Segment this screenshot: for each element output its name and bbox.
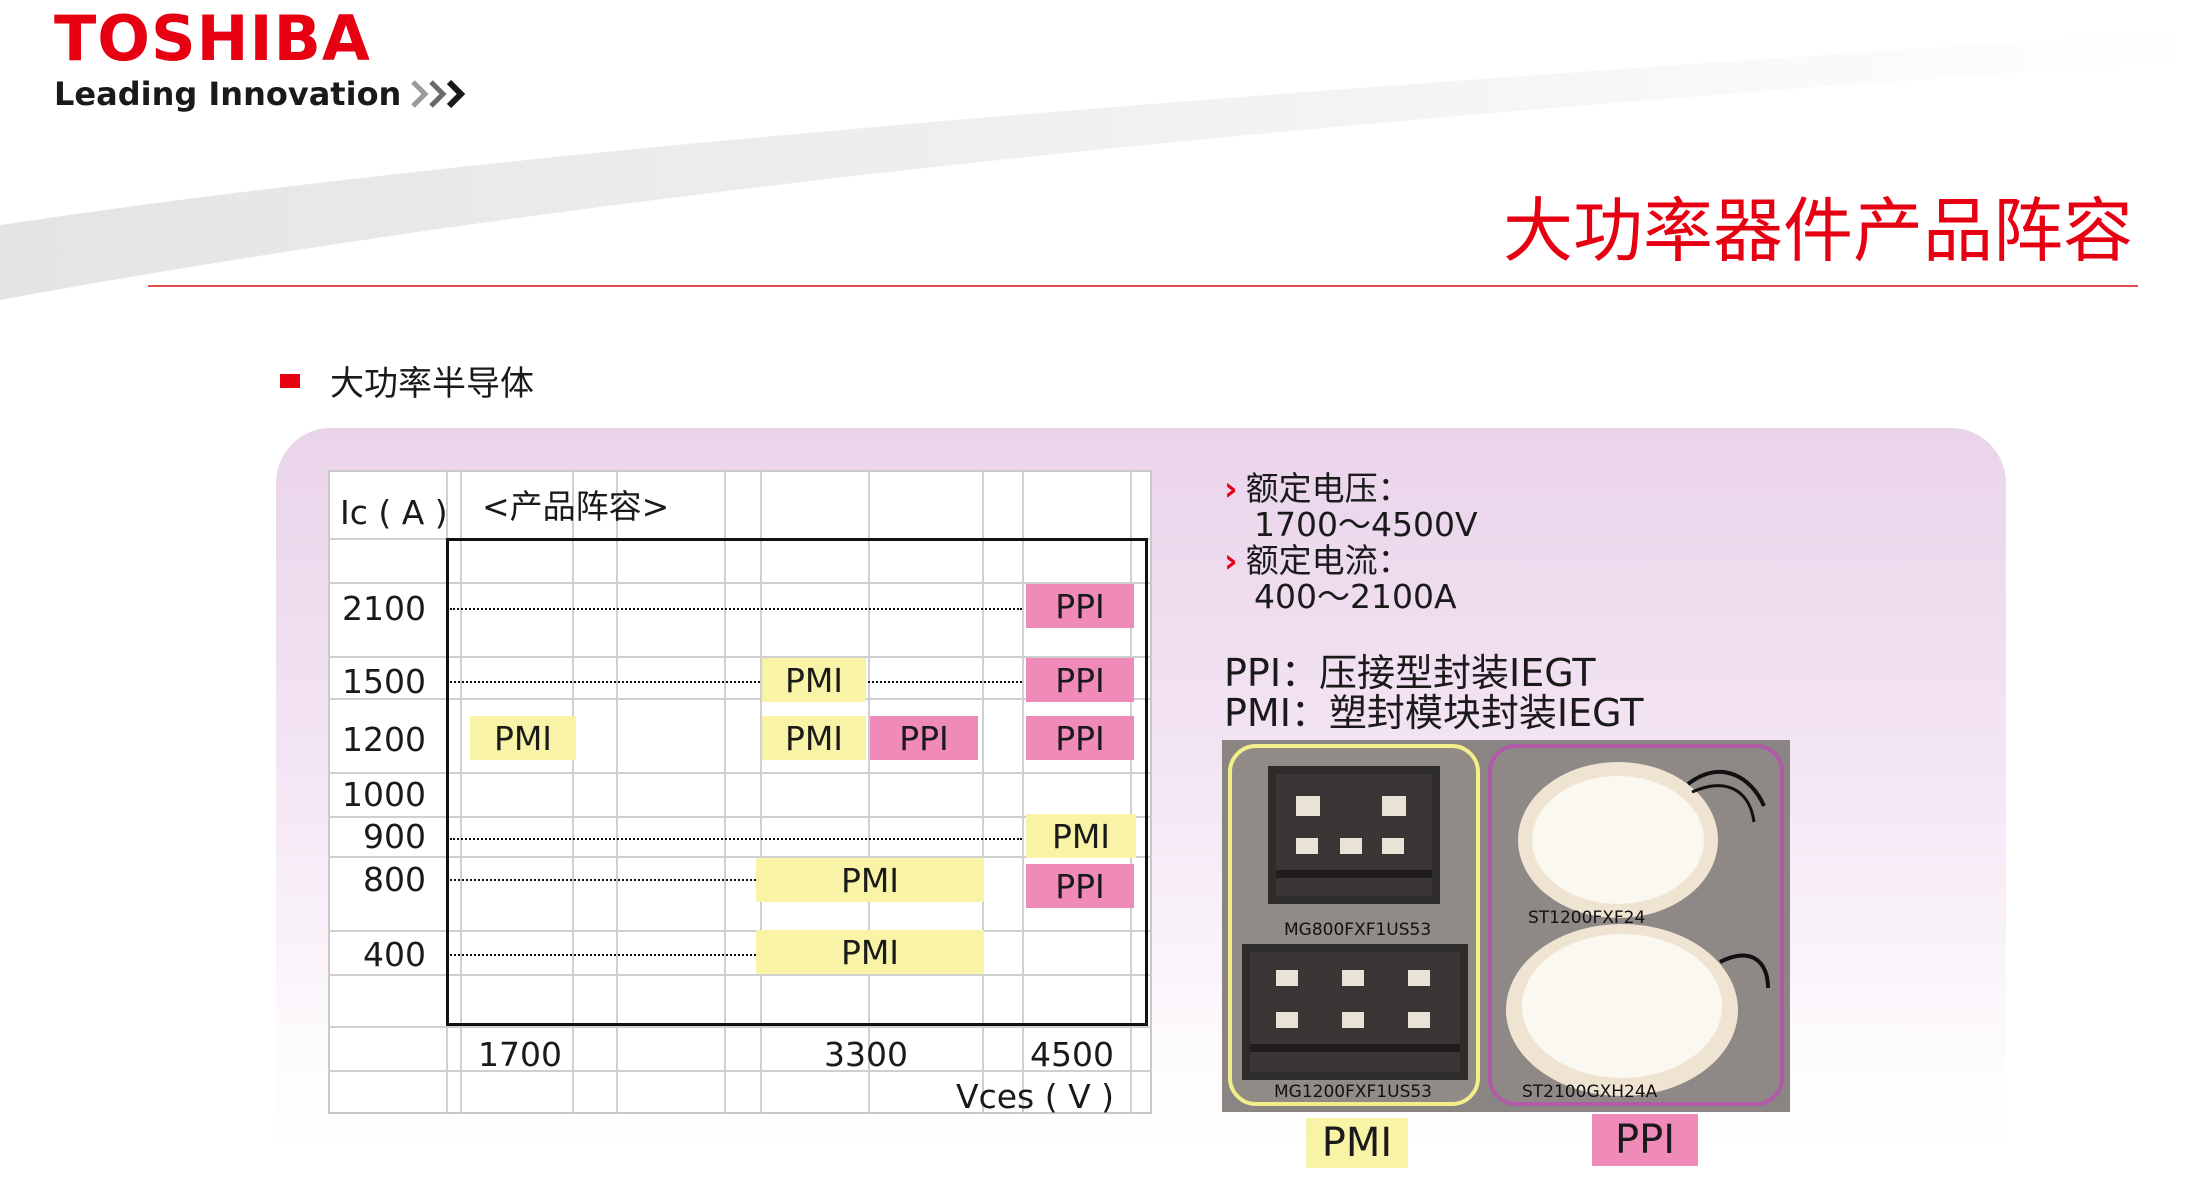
leader-line [450, 608, 1022, 610]
part-number: MG1200FXF1US53 [1274, 1082, 1432, 1102]
grid-hline [328, 1070, 1152, 1072]
section-heading: 大功率半导体 [280, 356, 534, 405]
part-number: MG800FXF1US53 [1284, 920, 1432, 940]
grid-vline [760, 470, 762, 1114]
grid-vline [460, 470, 462, 1114]
table-caption: <产品阵容> [482, 487, 670, 526]
tagline-text: Leading Innovation [54, 75, 402, 113]
grid-hline [328, 772, 1152, 774]
grid-vline [616, 470, 618, 1114]
tagline: Leading Innovation [54, 78, 477, 110]
y-tick-label: 2100 [342, 589, 426, 628]
page-title: 大功率器件产品阵容 [1503, 190, 2133, 272]
part-number: ST1200FXF24 [1528, 908, 1646, 928]
grid-hline [328, 930, 1152, 932]
square-bullet-icon [280, 373, 300, 388]
x-tick-label: 4500 [1030, 1035, 1114, 1074]
grid-vline [1130, 470, 1132, 1114]
spec-voltage-value: 1700～4500V [1254, 505, 1478, 544]
lineup-table [328, 470, 1152, 1114]
y-tick-label: 1000 [342, 775, 426, 814]
pmi-photo-label: PMI [1306, 1118, 1408, 1168]
toshiba-logo: TOSHIBA [54, 2, 371, 75]
lineup-cell-ppi: PPI [1026, 864, 1134, 908]
triple-chevron-icon [411, 79, 466, 109]
spec-current-label: 额定电流： [1245, 541, 1411, 580]
lineup-cell-ppi: PPI [1026, 658, 1134, 702]
lineup-cell-ppi: PPI [1026, 716, 1134, 760]
grid-hline [328, 816, 1152, 818]
y-tick-label: 800 [363, 860, 426, 899]
y-tick-label: 400 [363, 935, 426, 974]
spec-voltage: ›额定电压： [1224, 472, 1411, 505]
grid-hline [328, 1026, 1152, 1028]
chevron-right-icon: › [1224, 541, 1238, 580]
y-tick-label: 1500 [342, 662, 426, 701]
leader-line [450, 838, 1022, 840]
product-photo: MG800FXF1US53 MG1200FXF1US53 ST1200FXF24… [1222, 740, 1790, 1112]
lineup-cell-pmi: PMI [762, 658, 866, 702]
pmi-photo-group: MG800FXF1US53 MG1200FXF1US53 [1228, 744, 1480, 1106]
lineup-cell-pmi: PMI [756, 858, 984, 902]
ppi-press-pack-image [1506, 762, 1770, 1096]
leader-line [450, 681, 760, 683]
y-tick-label: 900 [363, 817, 426, 856]
x-tick-label: 1700 [478, 1035, 562, 1074]
lineup-frame [446, 538, 1148, 1026]
legend-pmi: PMI：塑封模块封装IEGT [1224, 691, 1644, 735]
leader-line [868, 681, 1022, 683]
leader-line [450, 879, 756, 881]
grid-vline [1022, 470, 1024, 1114]
lineup-cell-pmi: PMI [1026, 814, 1136, 858]
grid-hline [328, 856, 1152, 858]
grid-vline [868, 470, 870, 1114]
y-axis-label: Ic ( A ) [340, 493, 448, 532]
grid-vline [572, 470, 574, 1114]
y-tick-label: 1200 [342, 720, 426, 759]
header-swoosh [0, 0, 2200, 300]
section-title: 大功率半导体 [330, 364, 534, 404]
spec-voltage-label: 额定电压： [1245, 469, 1411, 508]
title-divider [148, 285, 2138, 287]
lineup-cell-pmi: PMI [756, 930, 984, 974]
pmi-module-image [1242, 766, 1468, 1080]
grid-hline [328, 974, 1152, 976]
spec-current: ›额定电流： [1224, 544, 1411, 577]
lineup-cell-pmi: PMI [762, 716, 866, 760]
chevron-right-icon: › [1224, 469, 1238, 508]
grid-hline [328, 698, 1152, 700]
ppi-photo-group: ST1200FXF24 ST2100GXH24A [1488, 744, 1784, 1106]
grid-hline [328, 656, 1152, 658]
legend-ppi: PPI：压接型封装IEGT [1224, 651, 1596, 695]
grid-hline [328, 582, 1152, 584]
lineup-cell-ppi: PPI [1026, 584, 1134, 628]
ppi-photo-label: PPI [1592, 1114, 1698, 1166]
leader-line [450, 954, 756, 956]
part-number: ST2100GXH24A [1522, 1082, 1658, 1102]
grid-vline [982, 470, 984, 1114]
x-axis-label: Vces ( V ) [956, 1077, 1115, 1116]
lineup-cell-ppi: PPI [870, 716, 978, 760]
grid-vline [724, 470, 726, 1114]
x-tick-label: 3300 [824, 1035, 908, 1074]
spec-current-value: 400～2100A [1254, 577, 1457, 616]
lineup-cell-pmi: PMI [470, 716, 576, 760]
